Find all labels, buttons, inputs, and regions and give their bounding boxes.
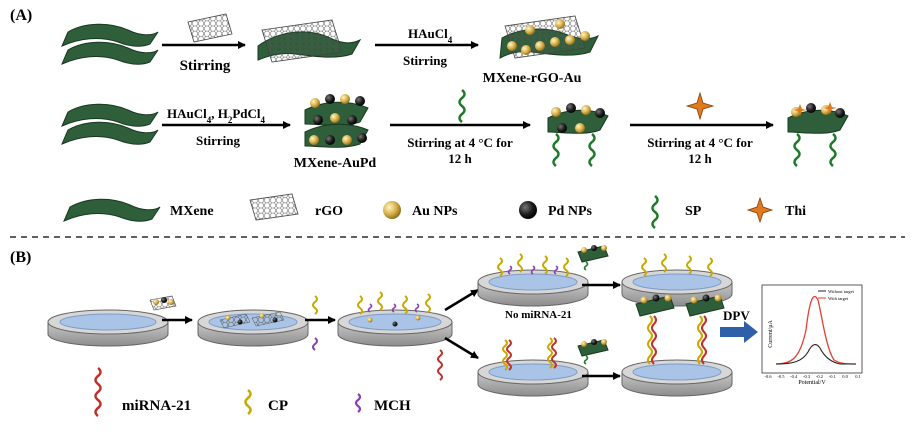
- inset-x-tick: -0.4: [790, 374, 798, 379]
- inset-x-ticks: -0.6 -0.5 -0.4 -0.3 -0.2 -0.1 0.0 0.1: [764, 374, 860, 379]
- inset-curve-with-target: [775, 295, 857, 365]
- cp-strand-icon-b: [312, 295, 318, 315]
- row2-product-label: MXene-AuPd: [294, 156, 377, 171]
- inset-xlabel: Potential/V: [798, 380, 826, 386]
- legend-cp-icon: [244, 389, 252, 415]
- bare-electrode: [47, 309, 169, 347]
- dpv-arrow: [720, 321, 758, 343]
- sp-strand-icon-row2: [458, 89, 466, 123]
- legend-mirna-label: miRNA-21: [122, 398, 191, 414]
- legend-mxene-label: MXene: [170, 204, 214, 219]
- panel-b-label: (B): [10, 249, 31, 266]
- mxene-sheets-row2: [61, 103, 159, 145]
- legend-thi-icon: [746, 196, 774, 224]
- legend-au-icon: [383, 201, 401, 219]
- no-target-result-electrode: [621, 253, 733, 307]
- row2-step3-line2: 12 h: [688, 151, 712, 166]
- mxene-aupd-product: [304, 94, 369, 148]
- legend-mxene-icon: [63, 198, 161, 222]
- target-electrode: [477, 337, 589, 397]
- legend-rgo-label: rGO: [315, 204, 343, 219]
- row2-step2-line1: Stirring at 4 °C for: [407, 135, 513, 150]
- mirna-strand-icon-b: [437, 349, 443, 381]
- no-target-electrode: [477, 253, 589, 307]
- mxene-aupd-sp-conjugate: [547, 103, 609, 167]
- final-signal-probe: [787, 102, 849, 167]
- legend-mch-label: MCH: [374, 398, 411, 414]
- mxene-rgo-composite: [257, 19, 362, 63]
- inset-legend-with: With target: [828, 296, 849, 301]
- inset-legend-without: Without target: [828, 289, 855, 294]
- legend-au-label: Au NPs: [412, 204, 458, 219]
- inset-curve-without-target: [775, 343, 857, 365]
- rgo-icon: [187, 13, 233, 43]
- inset-x-tick: -0.6: [764, 374, 772, 379]
- mxene-sheets-row1: [61, 23, 159, 65]
- arrow-b-up: [444, 288, 479, 312]
- inset-x-tick: -0.1: [829, 374, 836, 379]
- modified-electrode: [197, 309, 309, 347]
- row1-step1-label: Stirring: [180, 58, 231, 74]
- no-target-label: No miRNA-21: [505, 309, 572, 321]
- dpv-label: DPV: [723, 308, 750, 323]
- row2-step2-line2: 12 h: [448, 151, 472, 166]
- row2-step3-line1: Stirring at 4 °C for: [647, 135, 753, 150]
- thi-star-icon-row2: [685, 91, 715, 121]
- inset-x-tick: -0.5: [777, 374, 785, 379]
- legend-cp-label: CP: [268, 398, 288, 414]
- row1-stirring-label: Stirring: [403, 53, 448, 68]
- panel-a-label: (A): [10, 7, 32, 24]
- mch-strand-icon-b: [312, 337, 318, 351]
- legend-thi-label: Thi: [785, 204, 806, 219]
- legend-rgo-icon: [249, 193, 299, 221]
- legend-pd-label: Pd NPs: [548, 204, 593, 219]
- mxene-rgo-au-product: [499, 15, 600, 59]
- legend-sp-icon: [651, 195, 659, 229]
- row2-stirring-label: Stirring: [196, 133, 241, 148]
- target-result-electrode: [621, 294, 733, 397]
- row1-reagent-label: HAuCl4: [408, 26, 453, 45]
- probe-icon-b: [149, 295, 177, 311]
- inset-x-tick: 0.0: [842, 374, 848, 379]
- legend-sp-label: SP: [685, 204, 702, 219]
- row1-product-label: MXene-rGO-Au: [483, 71, 582, 86]
- inset-x-tick: -0.2: [816, 374, 823, 379]
- legend-mch-icon: [354, 393, 362, 413]
- probe-icon-upper: [577, 245, 609, 271]
- inset-x-tick: 0.1: [855, 374, 861, 379]
- inset-x-tick: -0.3: [803, 374, 811, 379]
- arrow-b-down: [444, 336, 479, 360]
- cp-mch-electrode: [337, 291, 453, 347]
- inset-ylabel: Current/μA: [768, 320, 774, 348]
- legend-pd-icon: [519, 201, 537, 219]
- row2-reagent-label: HAuCl4, H2PdCl4: [167, 106, 266, 125]
- probe-icon-lower: [577, 339, 609, 365]
- legend-mirna-icon: [94, 367, 102, 417]
